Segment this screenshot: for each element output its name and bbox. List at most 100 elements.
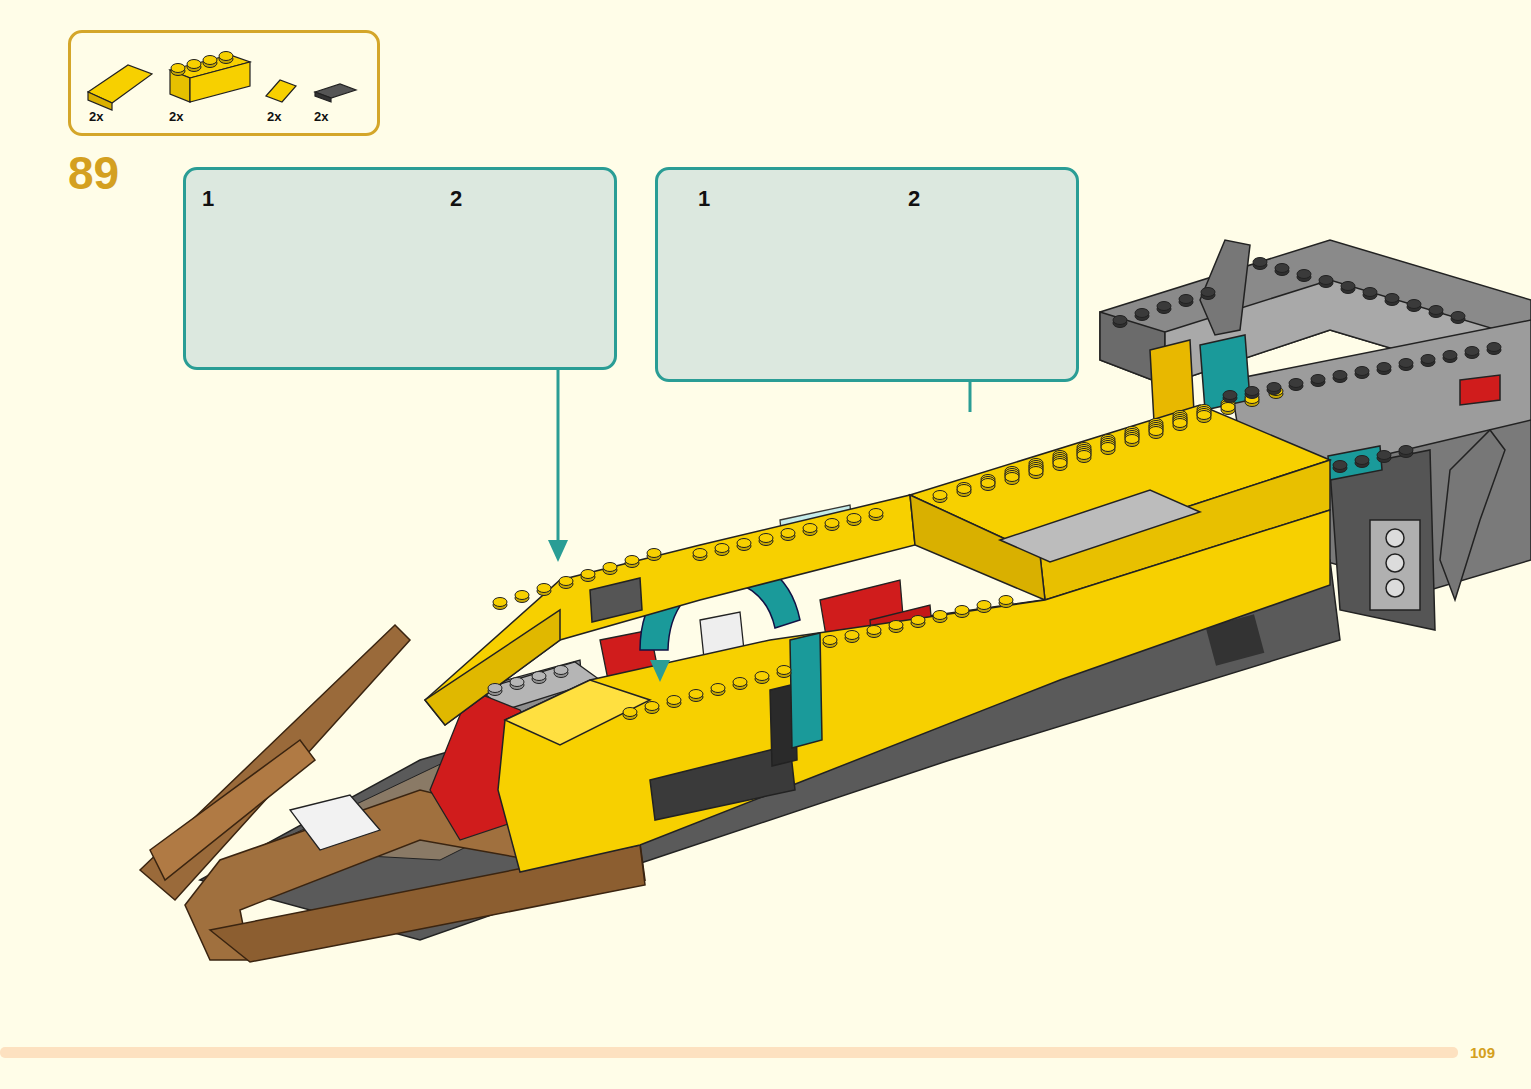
illustration-shape (1421, 355, 1435, 367)
illustration-shape (711, 684, 725, 696)
illustration-shape (1173, 415, 1187, 427)
illustration-shape (1113, 316, 1127, 328)
illustration-shape (532, 672, 546, 681)
illustration-shape (689, 690, 703, 702)
illustration-shape (1399, 359, 1413, 371)
illustration-shape (825, 519, 839, 531)
illustration-shape (203, 56, 217, 68)
illustration-shape (1267, 383, 1281, 395)
illustration-shape (1377, 363, 1391, 375)
illustration-shape (493, 598, 507, 610)
illustration-shape (1319, 276, 1333, 288)
illustration-shape (625, 556, 639, 568)
illustration-shape (711, 684, 725, 693)
illustration-shape (581, 570, 595, 579)
illustration-shape (889, 621, 903, 633)
illustration-shape (1443, 351, 1457, 360)
illustration-shape (1029, 466, 1043, 475)
sub-step-number: 1 (202, 186, 214, 212)
illustration-shape (1173, 418, 1187, 427)
illustration-shape (867, 626, 881, 635)
illustration-shape (689, 690, 703, 699)
illustration-shape (999, 596, 1013, 605)
illustration-shape (1460, 375, 1500, 405)
illustration-shape (1125, 434, 1139, 443)
illustration-shape (1077, 451, 1091, 463)
illustration-shape (1363, 288, 1377, 300)
illustration-shape (1355, 367, 1369, 379)
illustration-shape (1487, 343, 1501, 355)
illustration-shape (957, 483, 971, 495)
illustration-shape (1377, 451, 1391, 463)
illustration-shape (1125, 435, 1139, 447)
illustration-shape (1000, 490, 1200, 562)
illustration-shape (290, 795, 380, 850)
illustration-shape (1077, 451, 1091, 460)
illustration-shape (1005, 471, 1019, 483)
illustration-shape (867, 626, 881, 638)
illustration-shape (957, 485, 971, 494)
illustration-shape (650, 660, 670, 682)
illustration-shape (1197, 411, 1211, 420)
illustration-shape (1370, 520, 1420, 610)
illustration-shape (1311, 375, 1325, 384)
illustration-shape (1149, 426, 1163, 435)
illustration-shape (911, 616, 925, 625)
illustration-shape (1125, 433, 1139, 445)
illustration-shape (1197, 410, 1211, 419)
illustration-shape (781, 529, 795, 538)
illustration-shape (845, 631, 859, 640)
part-count: 2x (169, 109, 183, 124)
illustration-shape (1113, 316, 1127, 325)
illustration-shape (777, 666, 791, 678)
illustration-shape (1125, 435, 1139, 444)
illustration-shape (981, 475, 995, 487)
illustration-shape (1005, 469, 1019, 481)
illustration-shape (1200, 335, 1250, 410)
illustration-shape (1245, 387, 1259, 399)
illustration-shape (933, 491, 947, 500)
illustration-shape (693, 549, 707, 561)
illustration-shape (1275, 264, 1289, 273)
illustration-shape (781, 529, 795, 541)
illustration-shape (0, 1047, 1458, 1058)
illustration-shape (532, 672, 546, 684)
illustration-shape (625, 556, 639, 565)
illustration-shape (603, 563, 617, 575)
illustration-shape (1451, 312, 1465, 324)
illustration-shape (315, 92, 331, 102)
illustration-shape (1201, 288, 1215, 297)
illustration-shape (1223, 391, 1237, 403)
illustration-shape (1311, 375, 1325, 387)
illustration-shape (845, 631, 859, 643)
illustration-shape (1077, 447, 1091, 459)
part-count: 2x (89, 109, 103, 124)
illustration-shape (1101, 439, 1115, 451)
illustration-shape (1399, 446, 1413, 458)
illustration-shape (1487, 343, 1501, 352)
illustration-shape (981, 478, 995, 487)
illustration-shape (1253, 258, 1267, 270)
illustration-shape (219, 52, 233, 64)
illustration-shape (1053, 455, 1067, 467)
illustration-shape (933, 611, 947, 623)
illustration-shape (1245, 387, 1259, 396)
illustration-shape (219, 52, 233, 61)
illustration-shape (1385, 294, 1399, 306)
illustration-shape (1029, 467, 1043, 479)
illustration-shape (603, 563, 617, 572)
illustration-shape (1149, 427, 1163, 439)
illustration-shape (1029, 463, 1043, 475)
illustration-shape (1440, 430, 1505, 600)
illustration-shape (869, 509, 883, 521)
illustration-shape (493, 598, 507, 607)
illustration-shape (911, 616, 925, 628)
illustration-shape (667, 696, 681, 705)
illustration-shape (1197, 411, 1211, 423)
illustration-shape (933, 491, 947, 503)
sub-step-callout: 12 (655, 167, 1079, 382)
illustration-shape (1197, 409, 1211, 421)
illustration-shape (1399, 359, 1413, 368)
illustration-shape (1341, 282, 1355, 291)
illustration-shape (554, 666, 568, 678)
